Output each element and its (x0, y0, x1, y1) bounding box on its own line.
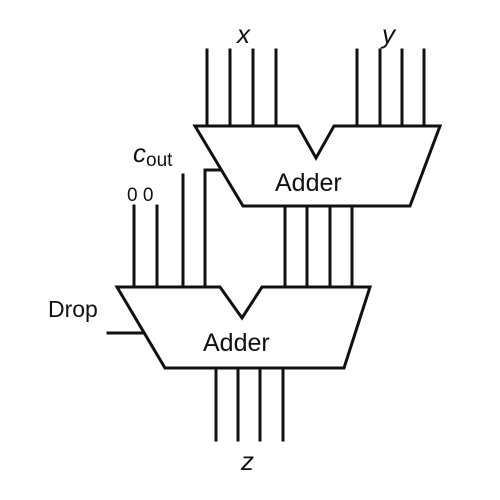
x-input-bus (205, 48, 278, 129)
drop-label: Drop (48, 296, 98, 322)
top-adder-label: Adder (275, 169, 342, 197)
bottom-adder-label: Adder (203, 329, 270, 357)
y-input-label: y (380, 19, 397, 49)
carry-out-subscript: out (146, 150, 173, 171)
top-adder-sum-bus (283, 204, 354, 290)
carry-out-wire (203, 168, 224, 290)
top-adder-block (192, 124, 443, 208)
y-input-bus (355, 48, 426, 129)
z-output-bus (214, 366, 285, 442)
bottom-adder-block (114, 285, 373, 370)
carry-out-label: cout (133, 138, 173, 171)
x-input-label: x (235, 19, 251, 49)
zero-bits-label: 0 0 (127, 185, 153, 206)
z-output-label: z (240, 446, 254, 476)
zero-bits-wires (132, 204, 159, 290)
